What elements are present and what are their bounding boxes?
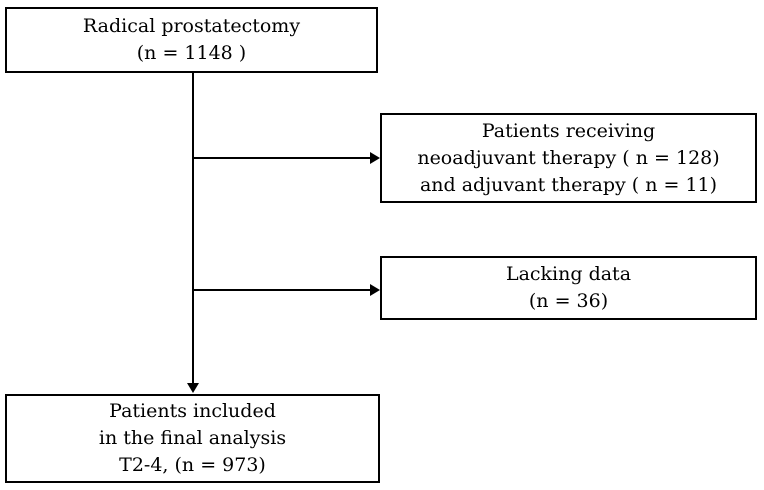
box-text-line: and adjuvant therapy ( n = 11) [419, 173, 718, 196]
box-text-line: Patients included [109, 400, 276, 422]
box-text-line: in the final analysis [98, 427, 287, 449]
lacking-data-exclusion-box: Lacking data (n = 36) [380, 256, 757, 320]
box-text-line: neoadjuvant therapy ( n = 128) [417, 146, 720, 169]
radical-prostatectomy-box: Radical prostatectomy (n = 1148 ) [5, 7, 378, 73]
box-text-line: (n = 1148 ) [136, 42, 247, 64]
box-text-line: Patients receiving [481, 119, 656, 142]
branch-line-to-therapy-exclusion [193, 157, 371, 159]
arrowhead-down-icon [187, 383, 199, 393]
arrowhead-right-icon [370, 284, 380, 296]
vertical-connector-line [192, 73, 194, 384]
arrowhead-right-icon [370, 152, 380, 164]
box-text-line: T2-4, (n = 973) [119, 454, 266, 476]
box-text-line: (n = 36) [528, 290, 609, 312]
box-text-line: Lacking data [505, 263, 632, 285]
box-text-line: Radical prostatectomy [82, 15, 301, 37]
branch-line-to-lacking-data-exclusion [193, 289, 371, 291]
final-analysis-box: Patients included in the final analysis … [5, 394, 380, 483]
therapy-exclusion-box: Patients receiving neoadjuvant therapy (… [380, 113, 757, 203]
